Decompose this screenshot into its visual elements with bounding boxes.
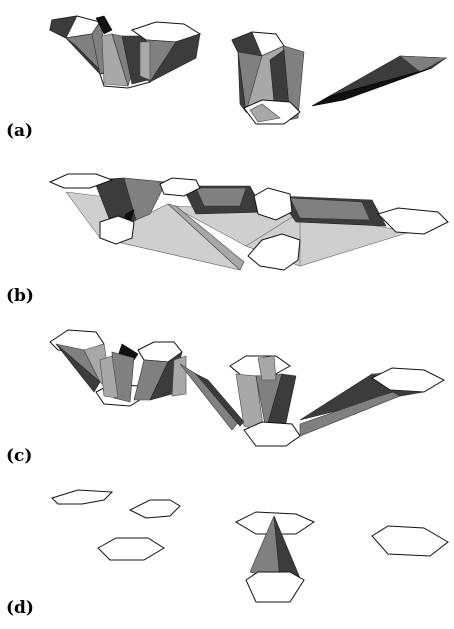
- panel-b-hex-1: [48, 173, 114, 189]
- panel-label-d: (d): [6, 598, 34, 618]
- panel-d-drawing: [51, 489, 449, 603]
- panel-a-wing: [399, 55, 448, 73]
- panel-d-hex-6: [371, 525, 449, 557]
- panel-d-hex-1: [51, 489, 114, 505]
- panel-a-drawing: [49, 15, 448, 125]
- panel-b-hex-6: [377, 207, 449, 235]
- panel-b-drawing: [48, 173, 449, 271]
- panel-c-face: [99, 355, 119, 399]
- panel-d-hex-5: [245, 571, 305, 603]
- panel-c-drawing: [49, 329, 446, 447]
- panel-c-wing: [389, 389, 425, 397]
- panel-b-hex-2: [99, 215, 135, 245]
- panel-d-hex-3: [97, 537, 165, 561]
- panel-a-wing: [311, 67, 433, 107]
- panel-a-face: [149, 33, 201, 83]
- panel-a-face: [95, 15, 113, 35]
- panel-c-face: [179, 363, 241, 431]
- panel-c-face: [55, 343, 101, 393]
- panel-a-face: [237, 51, 247, 114]
- panel-label-b: (b): [6, 286, 34, 306]
- panel-label-c: (c): [6, 446, 33, 466]
- panel-b-hex-4: [253, 187, 293, 221]
- panel-b-hex-5: [247, 233, 301, 271]
- panel-c-left-structure: [49, 329, 245, 431]
- panel-b-face: [289, 197, 371, 221]
- panel-a-left-structure: [49, 15, 202, 89]
- panel-label-a: (a): [6, 121, 34, 141]
- panel-b-face: [167, 203, 245, 271]
- panel-d-hex-2: [128, 499, 181, 519]
- panel-c-middle-structure: [229, 355, 301, 447]
- panel-c-face: [257, 355, 277, 381]
- panel-a-right-structure: [231, 31, 448, 125]
- panel-c-face: [195, 373, 245, 427]
- panel-b-face: [123, 177, 167, 221]
- panel-b-hex-3: [159, 177, 201, 197]
- panel-c-face: [171, 355, 187, 397]
- panel-a-face: [139, 41, 151, 81]
- panel-b-face: [195, 187, 247, 207]
- panel-a-face: [249, 103, 281, 123]
- panel-c-right-wing: [299, 367, 446, 437]
